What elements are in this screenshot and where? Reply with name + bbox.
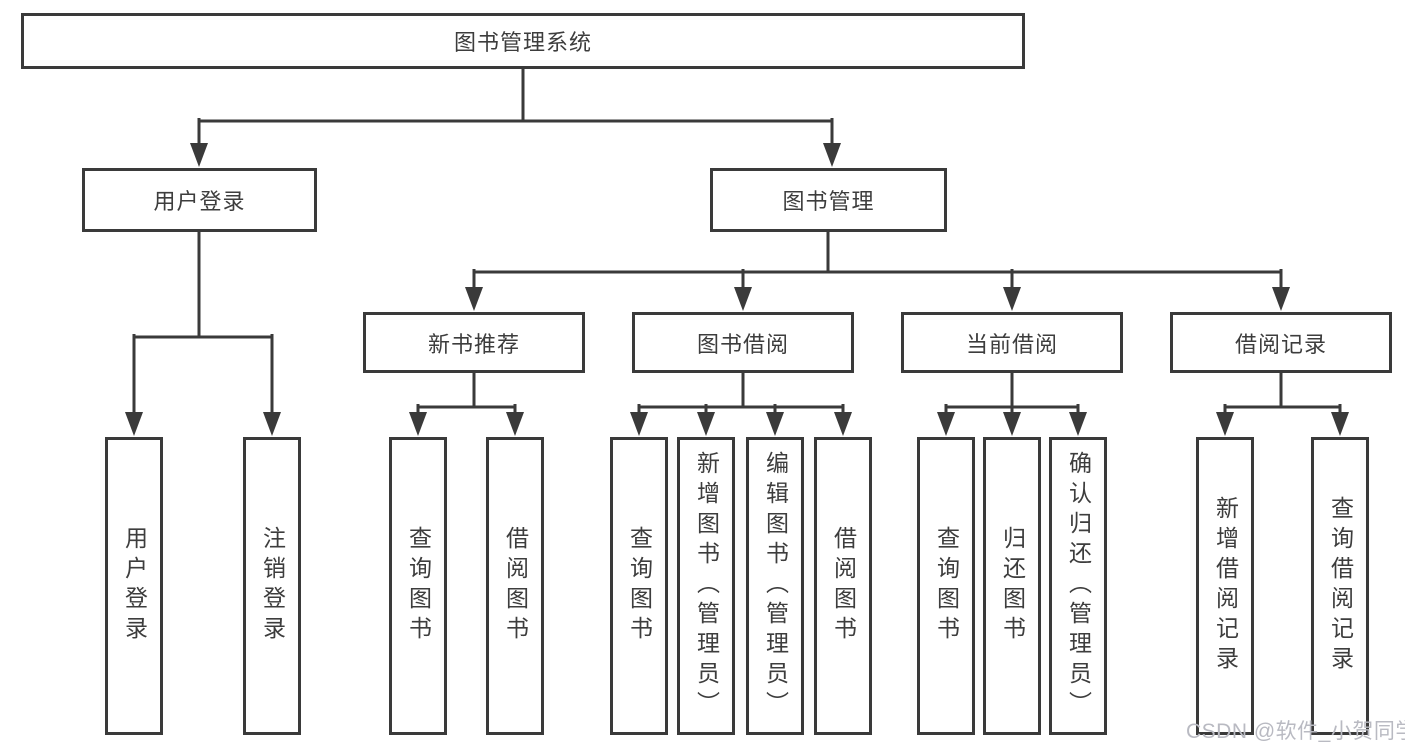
connector-mgmt-to-level3 bbox=[472, 230, 1283, 291]
arrowhead-icon bbox=[1331, 412, 1349, 436]
arrowhead-icon bbox=[1069, 412, 1087, 436]
leaf-query-books-current: 查询图书 bbox=[917, 437, 975, 735]
node-label: 图书管理 bbox=[782, 189, 875, 214]
leaf-edit-book-admin: 编辑图书（管理员） bbox=[746, 437, 804, 735]
connector-bookborrow-children bbox=[637, 371, 845, 416]
arrowhead-icon bbox=[1216, 412, 1234, 436]
node-label: 编辑图书（管理员） bbox=[762, 451, 789, 721]
arrowhead-icon bbox=[697, 412, 715, 436]
node-label: 新增借阅记录 bbox=[1212, 496, 1239, 676]
leaf-add-borrow-record: 新增借阅记录 bbox=[1196, 437, 1254, 735]
node-label: 新书推荐 bbox=[427, 331, 520, 357]
node-label: 新增图书（管理员） bbox=[693, 451, 720, 721]
arrowhead-icon bbox=[125, 412, 143, 436]
arrowhead-icon bbox=[834, 412, 852, 436]
node-library-management-system: 图书管理系统 bbox=[21, 13, 1025, 69]
arrowhead-icon bbox=[506, 412, 524, 436]
arrowhead-icon bbox=[630, 412, 648, 436]
leaf-add-book-admin: 新增图书（管理员） bbox=[677, 437, 735, 735]
node-borrowing-records: 借阅记录 bbox=[1170, 312, 1392, 373]
node-label: 归还图书 bbox=[999, 526, 1026, 646]
connector-records-children bbox=[1223, 371, 1342, 416]
node-label: 图书借阅 bbox=[696, 331, 789, 357]
connector-currentborrow-children bbox=[944, 371, 1080, 416]
arrowhead-icon bbox=[409, 412, 427, 436]
node-book-borrowing: 图书借阅 bbox=[632, 312, 854, 373]
leaf-borrow-books: 借阅图书 bbox=[814, 437, 872, 735]
leaf-user-login: 用户登录 bbox=[105, 437, 163, 735]
arrowhead-icon bbox=[190, 143, 208, 167]
leaf-borrow-books-recommend: 借阅图书 bbox=[486, 437, 544, 735]
node-label: 查询图书 bbox=[626, 526, 653, 646]
node-book-management: 图书管理 bbox=[710, 168, 947, 232]
arrowhead-icon bbox=[1003, 412, 1021, 436]
connector-login-children bbox=[132, 230, 274, 416]
node-label: 用户登录 bbox=[121, 526, 148, 646]
node-user-login: 用户登录 bbox=[82, 168, 317, 232]
node-label: 用户登录 bbox=[153, 189, 246, 214]
leaf-query-borrow-record: 查询借阅记录 bbox=[1311, 437, 1369, 735]
connector-root-to-level2 bbox=[197, 67, 834, 147]
connector-newbook-children bbox=[416, 371, 517, 416]
node-label: 借阅图书 bbox=[830, 526, 857, 646]
arrowhead-icon bbox=[734, 287, 752, 311]
node-label: 借阅图书 bbox=[502, 526, 529, 646]
node-current-borrowing: 当前借阅 bbox=[901, 312, 1123, 373]
arrowhead-icon bbox=[1003, 287, 1021, 311]
leaf-logout: 注销登录 bbox=[243, 437, 301, 735]
node-label: 当前借阅 bbox=[965, 331, 1058, 357]
arrowhead-icon bbox=[1272, 287, 1290, 311]
arrowhead-icon bbox=[937, 412, 955, 436]
arrowhead-icon bbox=[766, 412, 784, 436]
csdn-watermark: CSDN @软件_小贺同学 bbox=[1186, 720, 1405, 743]
leaf-query-books-borrow: 查询图书 bbox=[610, 437, 668, 735]
node-label: 查询图书 bbox=[933, 526, 960, 646]
node-label: 注销登录 bbox=[259, 526, 286, 646]
node-label: 图书管理系统 bbox=[453, 30, 592, 55]
node-label: 查询图书 bbox=[405, 526, 432, 646]
node-label: 借阅记录 bbox=[1234, 331, 1327, 357]
node-label: 确认归还（管理员） bbox=[1065, 451, 1092, 721]
leaf-confirm-return-admin: 确认归还（管理员） bbox=[1049, 437, 1107, 735]
arrowhead-icon bbox=[263, 412, 281, 436]
arrowhead-icon bbox=[823, 143, 841, 167]
node-label: 查询借阅记录 bbox=[1327, 496, 1354, 676]
leaf-return-books: 归还图书 bbox=[983, 437, 1041, 735]
arrowhead-icon bbox=[465, 287, 483, 311]
leaf-query-books-recommend: 查询图书 bbox=[389, 437, 447, 735]
node-new-book-recommendation: 新书推荐 bbox=[363, 312, 585, 373]
